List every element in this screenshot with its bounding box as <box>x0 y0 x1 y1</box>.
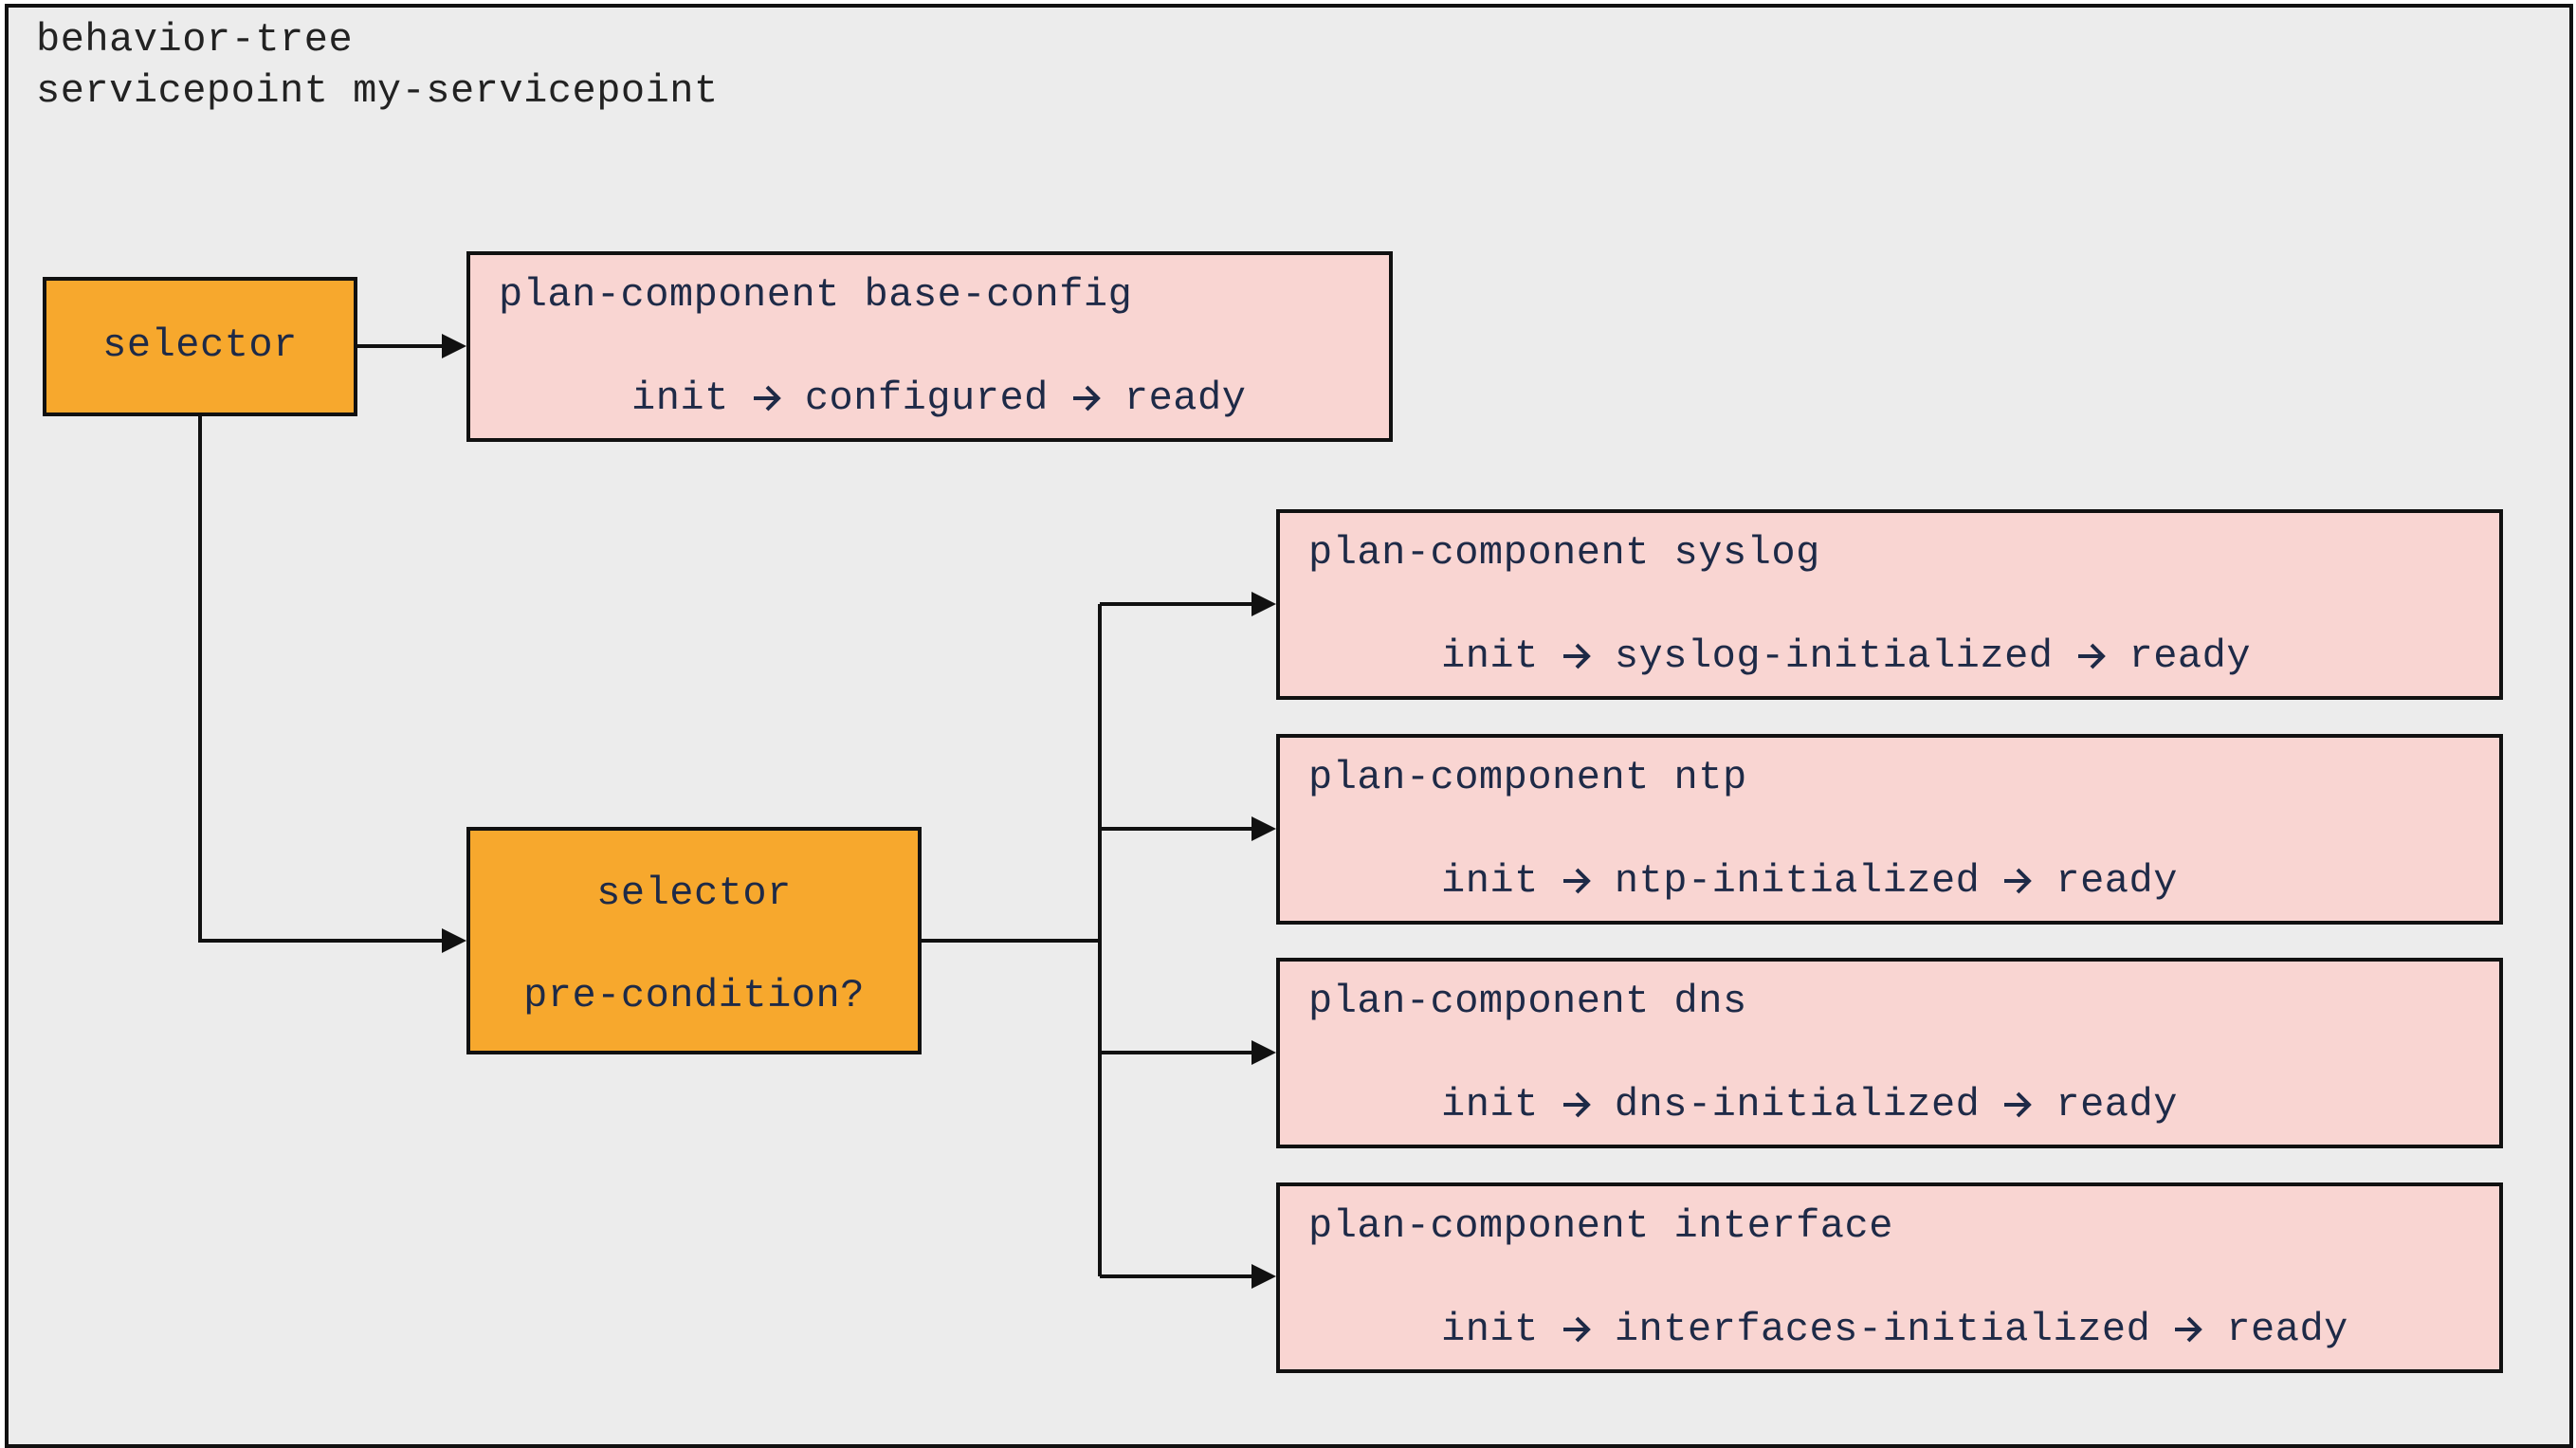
state-label: syslog-initialized <box>1614 633 2054 679</box>
dns-component-node: plan-component dns init dns-initialized … <box>1276 958 2503 1148</box>
arrow-right-icon <box>2175 1316 2203 1343</box>
component-states: init dns-initialized ready <box>1441 1080 2178 1129</box>
arrow-right-icon <box>753 385 781 412</box>
ntp-component-node: plan-component ntp init ntp-initialized … <box>1276 734 2503 925</box>
state-label: ready <box>2226 1307 2348 1352</box>
root-selector-node: selector <box>43 277 357 416</box>
component-title: plan-component ntp <box>1308 755 1747 800</box>
servicepoint-label: servicepoint my-servicepoint <box>36 68 719 114</box>
state-label: init <box>1441 1307 1539 1352</box>
arrow-right-icon <box>1562 1091 1591 1118</box>
syslog-component-node: plan-component syslog init syslog-initia… <box>1276 509 2503 700</box>
root-selector-label: selector <box>102 322 298 368</box>
arrow-right-icon <box>2004 1091 2033 1118</box>
component-states: init syslog-initialized ready <box>1441 632 2251 681</box>
component-title: plan-component syslog <box>1308 530 1820 576</box>
arrow-right-icon <box>1562 643 1591 669</box>
state-label: init <box>631 376 729 421</box>
state-label: configured <box>804 376 1049 421</box>
arrow-right-icon <box>1072 385 1101 412</box>
base-config-states: init configured ready <box>631 374 1246 423</box>
state-label: ready <box>2055 858 2178 904</box>
state-label: init <box>1441 1082 1539 1127</box>
precondition-selector-node: selector pre-condition? <box>466 827 922 1054</box>
state-label: init <box>1441 633 1539 679</box>
base-config-title: plan-component base-config <box>499 272 1133 318</box>
state-label: ready <box>2055 1082 2178 1127</box>
state-label: interfaces-initialized <box>1614 1307 2151 1352</box>
state-label: dns-initialized <box>1614 1082 1981 1127</box>
component-states: init interfaces-initialized ready <box>1441 1305 2348 1354</box>
diagram-title: behavior-tree <box>36 17 354 63</box>
arrow-right-icon <box>1562 1316 1591 1343</box>
state-label: ready <box>1124 376 1247 421</box>
arrow-right-icon <box>2077 643 2106 669</box>
state-label: init <box>1441 858 1539 904</box>
component-title: plan-component dns <box>1308 979 1747 1024</box>
precondition-question: pre-condition? <box>523 973 865 1018</box>
arrow-right-icon <box>1562 868 1591 894</box>
base-config-node: plan-component base-config init configur… <box>466 251 1393 442</box>
arrow-right-icon <box>2004 868 2033 894</box>
state-label: ntp-initialized <box>1614 858 1981 904</box>
state-label: ready <box>2128 633 2252 679</box>
component-states: init ntp-initialized ready <box>1441 856 2178 906</box>
precondition-selector-label: selector <box>596 871 792 916</box>
interface-component-node: plan-component interface init interfaces… <box>1276 1182 2503 1373</box>
component-title: plan-component interface <box>1308 1203 1893 1249</box>
